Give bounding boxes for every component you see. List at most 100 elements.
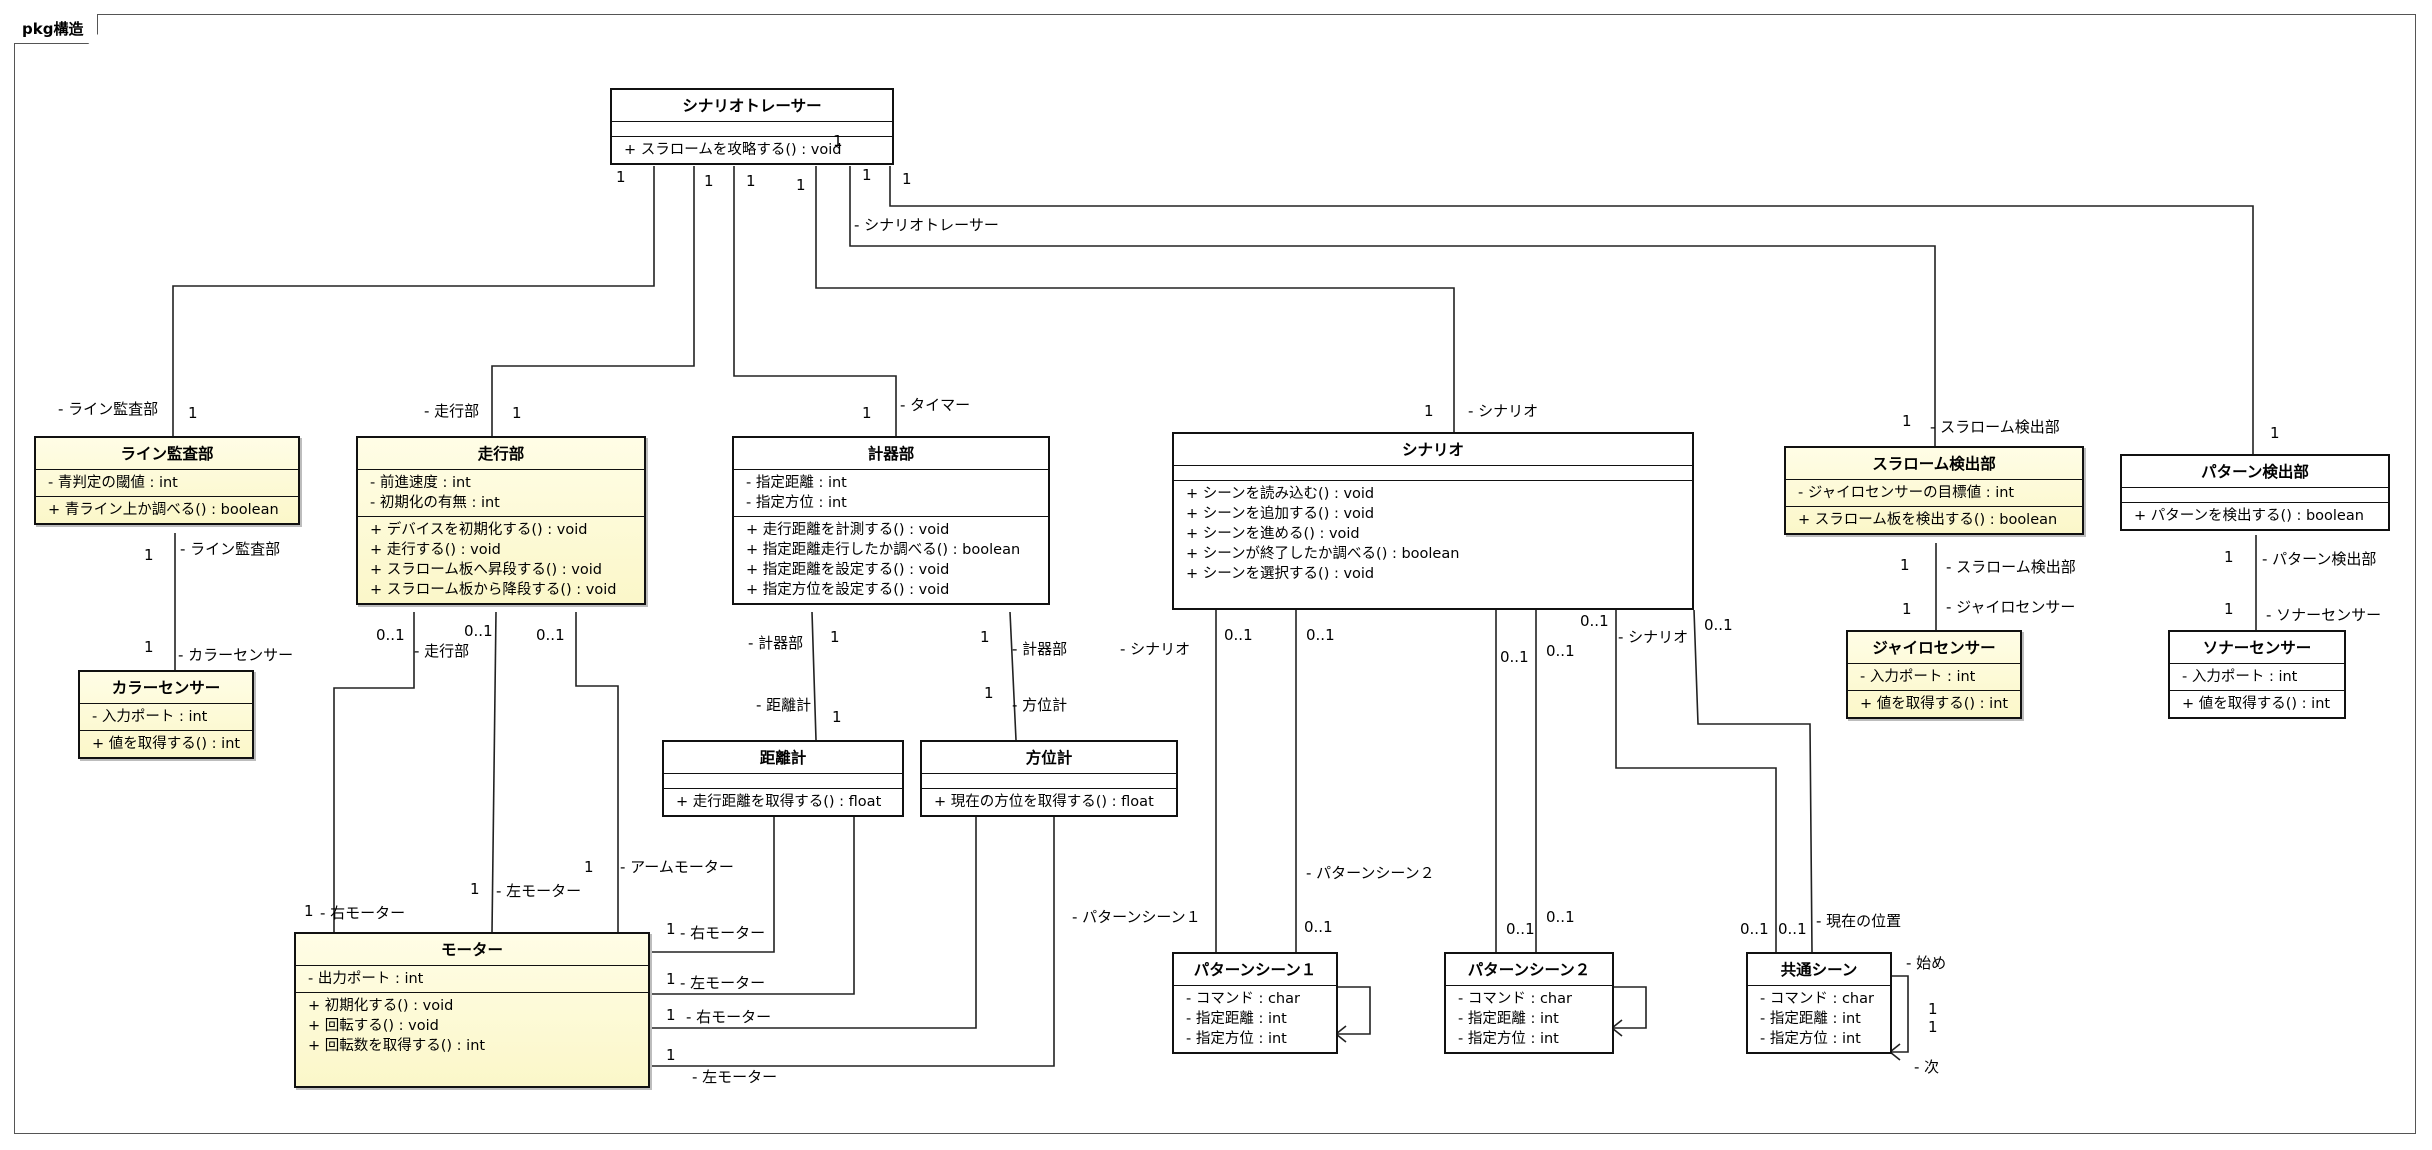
operation: + シーンが終了したか調べる() : boolean — [1186, 546, 1460, 562]
operations-section: + スラローム板を検出する() : boolean — [1786, 507, 2082, 533]
class-sonar-sensor: ソナーセンサー - 入力ポート : int + 値を取得する() : int — [2168, 630, 2346, 719]
operation: + 青ライン上か調べる() : boolean — [48, 502, 279, 518]
assoc-tracer-slalom-detector — [849, 166, 1936, 446]
class-name: パターンシーン１ — [1174, 954, 1336, 986]
assoc-drive-right-motor — [333, 612, 415, 932]
operation: + 走行距離を計測する() : void — [746, 522, 950, 538]
role-label: - 始め — [1906, 954, 1947, 972]
operation: + 回転数を取得する() : int — [308, 1038, 486, 1054]
attributes-section: - コマンド : char - 指定距離 : int - 指定方位 : int — [1748, 986, 1890, 1052]
role-label: - 距離計 — [756, 696, 812, 714]
operation: + シーンを選択する() : void — [1186, 566, 1375, 582]
attribute: - コマンド : char — [1760, 991, 1874, 1007]
operations-section: + 値を取得する() : int — [80, 731, 252, 757]
multiplicity-label: 1 — [1900, 556, 1910, 574]
multiplicity-label: 0..1 — [1740, 920, 1769, 938]
assoc-scenario-common-scene-a — [1615, 610, 1777, 952]
multiplicity-label: 1 — [862, 404, 872, 422]
multiplicity-label: 0..1 — [536, 626, 565, 644]
assoc-tracer-pattern-detector — [889, 166, 2254, 454]
attributes-section — [664, 774, 902, 789]
attribute: - 青判定の閾値 : int — [48, 475, 178, 491]
class-name: ジャイロセンサー — [1848, 632, 2020, 664]
attributes-section: - 入力ポート : int — [1848, 664, 2020, 691]
multiplicity-label: 1 — [616, 168, 626, 186]
class-drive: 走行部 - 前進速度 : int - 初期化の有無 : int + デバイスを初… — [356, 436, 646, 605]
role-label: - ジャイロセンサー — [1946, 598, 2076, 616]
assoc-odometer-right-motor — [648, 815, 775, 953]
multiplicity-label: 0..1 — [1304, 918, 1333, 936]
operation: + 回転する() : void — [308, 1018, 439, 1034]
attribute: - 指定距離 : int — [1186, 1011, 1287, 1027]
assoc-meter-compass — [1009, 611, 1017, 741]
class-name: モーター — [296, 934, 648, 966]
attribute: - コマンド : char — [1186, 991, 1300, 1007]
assoc-drive-left-motor — [491, 611, 497, 933]
multiplicity-label: 1 — [1928, 1018, 1938, 1036]
class-name: 計器部 — [734, 438, 1048, 470]
self-assoc-pattern-scene1 — [1336, 986, 1371, 1035]
multiplicity-label: 0..1 — [1306, 626, 1335, 644]
operation: + 指定距離走行したか調べる() : boolean — [746, 542, 1021, 558]
attribute: - 指定方位 : int — [1760, 1031, 1861, 1047]
role-label: - 右モーター — [680, 924, 766, 942]
attribute: - 指定方位 : int — [1186, 1031, 1287, 1047]
operations-section: + 値を取得する() : int — [2170, 691, 2344, 717]
multiplicity-label: 1 — [666, 920, 676, 938]
role-label: - スラローム検出部 — [1946, 558, 2076, 576]
operations-section: + 青ライン上か調べる() : boolean — [36, 497, 298, 523]
operation: + 値を取得する() : int — [1860, 696, 2009, 712]
attribute: - 入力ポート : int — [2182, 669, 2298, 685]
operations-section: + 走行距離を取得する() : float — [664, 789, 902, 815]
multiplicity-label: 1 — [188, 404, 198, 422]
class-gyro-sensor: ジャイロセンサー - 入力ポート : int + 値を取得する() : int — [1846, 630, 2022, 719]
class-name: カラーセンサー — [80, 672, 252, 704]
attributes-section: - 出力ポート : int — [296, 966, 648, 993]
multiplicity-label: 1 — [584, 858, 594, 876]
role-label: - カラーセンサー — [178, 646, 294, 664]
attribute: - 入力ポート : int — [92, 709, 208, 725]
multiplicity-label: 0..1 — [1500, 648, 1529, 666]
multiplicity-label: 1 — [833, 132, 843, 150]
role-label: - 計器部 — [748, 634, 804, 652]
class-name: 方位計 — [922, 742, 1176, 774]
attributes-section — [612, 122, 892, 137]
class-color-sensor: カラーセンサー - 入力ポート : int + 値を取得する() : int — [78, 670, 254, 759]
class-name: シナリオトレーサー — [612, 90, 892, 122]
operations-section: + 走行距離を計測する() : void + 指定距離走行したか調べる() : … — [734, 517, 1048, 603]
multiplicity-label: 0..1 — [1704, 616, 1733, 634]
operation: + 初期化する() : void — [308, 998, 454, 1014]
operations-section: + シーンを読み込む() : void + シーンを追加する() : void … — [1174, 481, 1692, 587]
role-label: - 走行部 — [414, 642, 470, 660]
attribute: - 指定距離 : int — [1458, 1011, 1559, 1027]
operation: + 現在の方位を取得する() : float — [934, 794, 1154, 810]
role-label: - 左モーター — [680, 974, 766, 992]
multiplicity-label: 1 — [980, 628, 990, 646]
multiplicity-label: 1 — [902, 170, 912, 188]
multiplicity-label: 1 — [830, 628, 840, 646]
multiplicity-label: 1 — [512, 404, 522, 422]
package-frame — [14, 14, 2416, 1134]
role-label: - タイマー — [900, 396, 971, 414]
attribute: - 指定距離 : int — [1760, 1011, 1861, 1027]
multiplicity-label: 1 — [470, 880, 480, 898]
class-scenario: シナリオ + シーンを読み込む() : void + シーンを追加する() : … — [1172, 432, 1694, 610]
role-label: - シナリオ — [1468, 402, 1539, 420]
class-name: ライン監査部 — [36, 438, 298, 470]
operations-section: + スラロームを攻略する() : void — [612, 137, 892, 163]
multiplicity-label: 0..1 — [1580, 612, 1609, 630]
attributes-section — [2122, 488, 2388, 503]
assoc-compass-right-motor — [648, 815, 977, 1029]
multiplicity-label: 1 — [1928, 1000, 1938, 1018]
multiplicity-label: 1 — [304, 902, 314, 920]
multiplicity-label: 0..1 — [1778, 920, 1807, 938]
role-label: - シナリオトレーサー — [854, 216, 999, 234]
multiplicity-label: 0..1 — [1546, 642, 1575, 660]
multiplicity-label: 1 — [144, 638, 154, 656]
multiplicity-label: 1 — [666, 1006, 676, 1024]
class-name: ソナーセンサー — [2170, 632, 2344, 664]
operation: + スラローム板から降段する() : void — [370, 582, 617, 598]
operation: + 値を取得する() : int — [92, 736, 241, 752]
assoc-tracer-meter — [733, 166, 897, 436]
role-label: - ソナーセンサー — [2266, 606, 2382, 624]
